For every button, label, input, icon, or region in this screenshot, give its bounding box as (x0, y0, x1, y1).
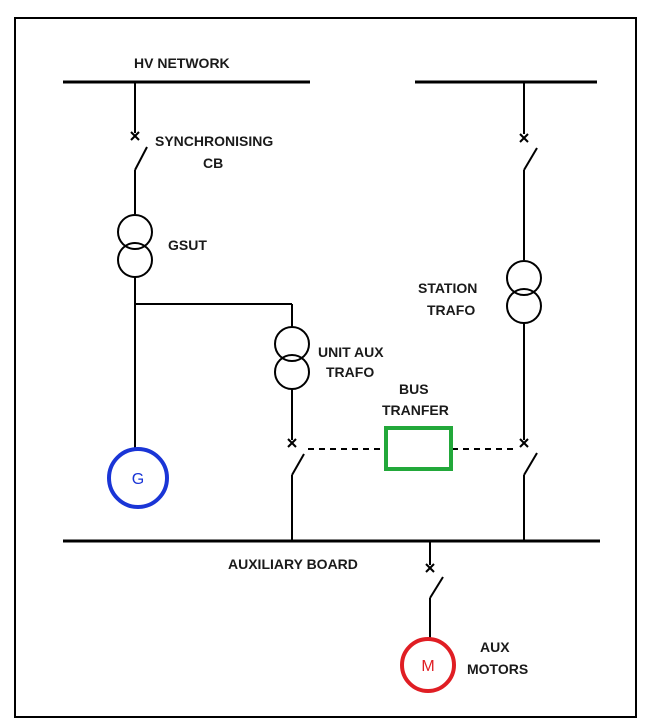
aux-motors-label-line1: AUX (480, 639, 510, 655)
unit-aux-transformer-primary (274, 326, 310, 362)
unit-aux-feeder (274, 304, 310, 541)
aux-motor-feeder (425, 541, 444, 639)
sync-cb-label-line1: SYNCHRONISING (155, 133, 273, 149)
sync-cb-label-line2: CB (203, 155, 223, 171)
unit-aux-trafo-label-line2: TRAFO (326, 364, 374, 380)
generator-feeder (117, 82, 292, 449)
hv-network-label: HV NETWORK (134, 55, 230, 71)
station-transformer-primary (506, 260, 542, 296)
unit-aux-breaker-switch (291, 453, 305, 476)
motor-breaker-switch (429, 576, 444, 599)
sync-cb-switch (134, 146, 148, 171)
gsut-label: GSUT (168, 237, 207, 253)
diagram-frame (14, 17, 637, 718)
generator-symbol (107, 447, 169, 509)
motor-label: M (421, 658, 434, 675)
station-trafo-label-line2: TRAFO (427, 302, 475, 318)
station-trafo-feeder (506, 82, 542, 541)
aux-motors-label-line2: MOTORS (467, 661, 528, 677)
bus-transfer-box (384, 426, 453, 471)
bus-transfer-label-line2: TRANFER (382, 402, 449, 418)
generator-label: G (132, 471, 144, 488)
auxiliary-board-label: AUXILIARY BOARD (228, 556, 358, 572)
station-trafo-label-line1: STATION (418, 280, 477, 296)
unit-aux-trafo-label-line1: UNIT AUX (318, 344, 384, 360)
gsut-transformer-primary (117, 214, 153, 250)
station-incomer-switch (523, 452, 538, 476)
motor-symbol (400, 637, 456, 693)
station-breaker-switch (523, 147, 538, 171)
bus-transfer-label-line1: BUS (399, 381, 429, 397)
